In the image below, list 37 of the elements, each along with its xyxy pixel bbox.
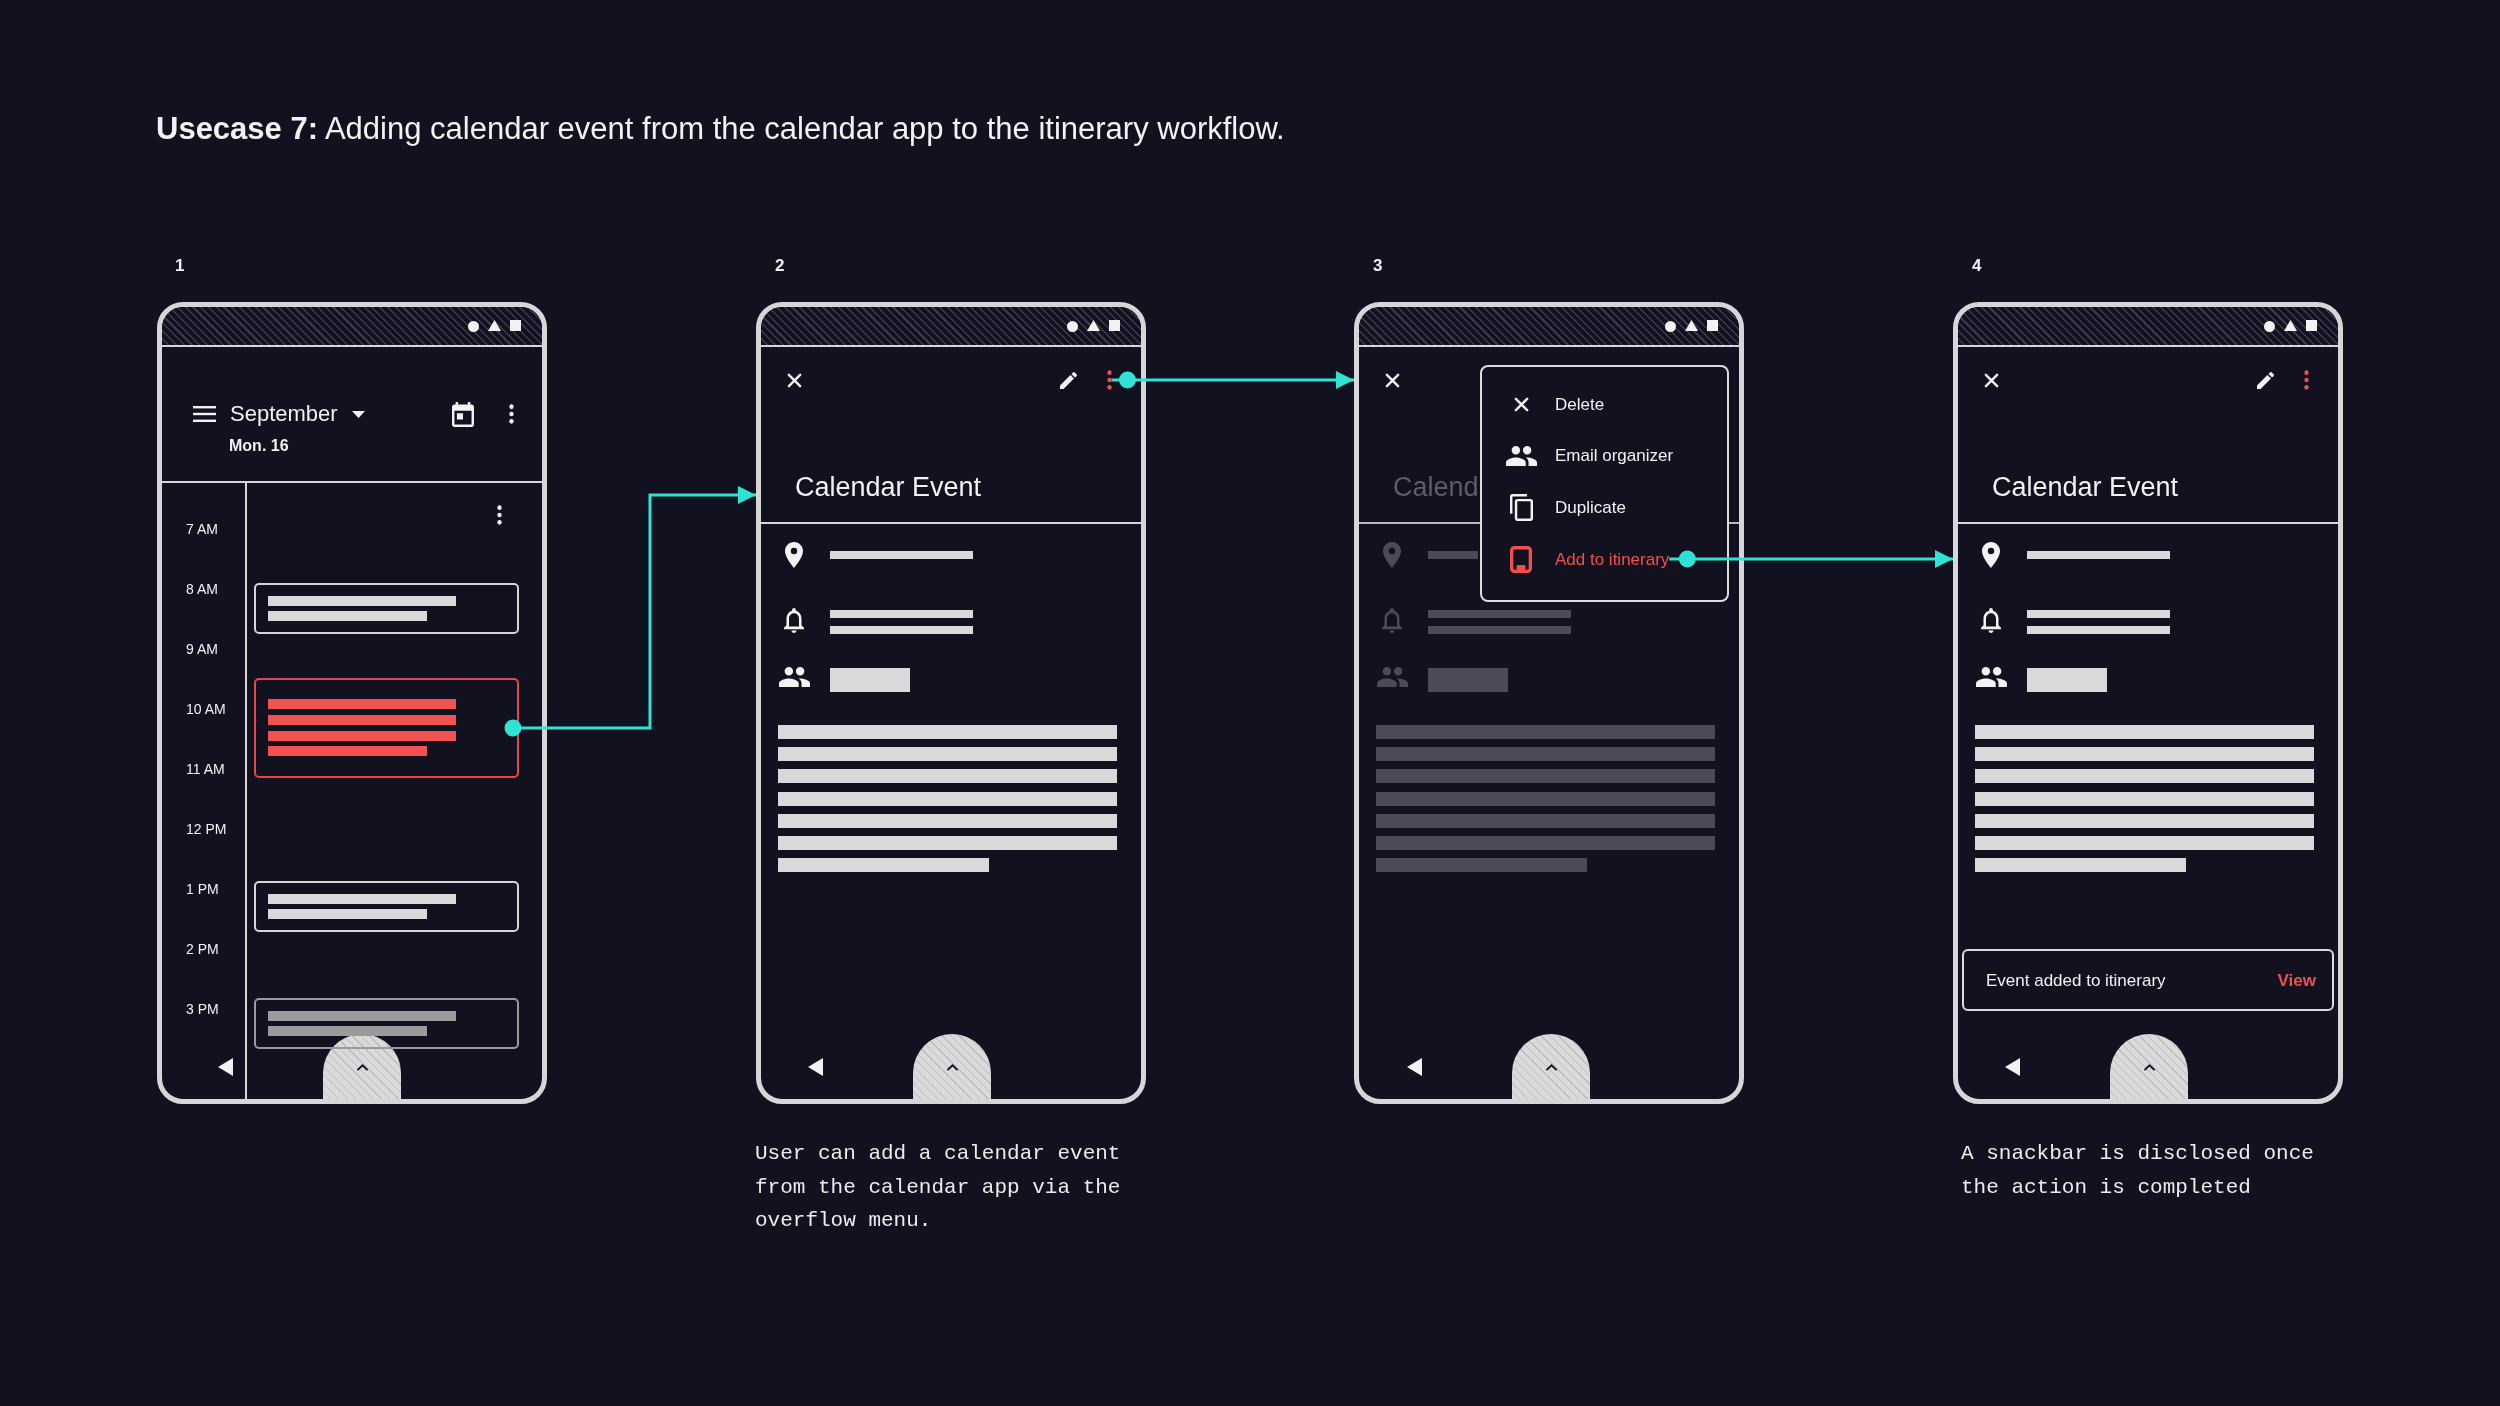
menu-item-label: Email organizer (1555, 445, 1674, 466)
date-label: Mon. 16 (229, 436, 289, 456)
time-label: 9 AM (186, 640, 218, 658)
month-label: September (230, 400, 338, 428)
menu-item-label: Duplicate (1555, 496, 1626, 518)
time-label: 8 AM (186, 580, 218, 598)
step-number: 3 (1373, 254, 1383, 276)
screen-title: Calendar Event (795, 471, 982, 504)
event-block (254, 583, 519, 634)
connector-arrow (1111, 371, 1354, 389)
more-options-icon (1106, 370, 1112, 390)
step-number: 2 (775, 254, 785, 276)
snackbar-message: Event added to itinerary (1986, 969, 2166, 991)
step-caption: User can add a calendar event from the calendar app via the overflow menu. (755, 1141, 1122, 1234)
event-block (254, 881, 519, 932)
step-caption: A snackbar is disclosed once the action is completed (1961, 1141, 2315, 1201)
time-label: 2 PM (186, 940, 219, 958)
snackbar-action: View (2277, 969, 2316, 991)
step-number: 4 (1972, 254, 1982, 276)
snackbar (1962, 949, 2334, 1011)
time-label: 12 PM (186, 820, 227, 838)
step-number: 1 (175, 254, 185, 276)
diagram-title: Usecase 7: Adding calendar event from the calendar app to the itinerary workflow. (156, 110, 1285, 148)
time-label: 10 AM (186, 700, 226, 718)
time-label: 7 AM (186, 520, 218, 538)
screen-title: Calend (1393, 471, 1479, 504)
event-block (254, 678, 519, 778)
overflow-menu (1480, 365, 1729, 602)
time-label: 1 PM (186, 880, 219, 898)
event-block (254, 998, 519, 1049)
menu-item-label: Delete (1555, 393, 1605, 415)
connector-arrow (504, 486, 756, 737)
menu-item-label: Add to itinerary (1555, 548, 1670, 570)
time-label: 11 AM (186, 760, 225, 778)
screen-title: Calendar Event (1992, 471, 2179, 504)
connector-arrow (1669, 550, 1953, 568)
time-label: 3 PM (186, 1000, 219, 1018)
